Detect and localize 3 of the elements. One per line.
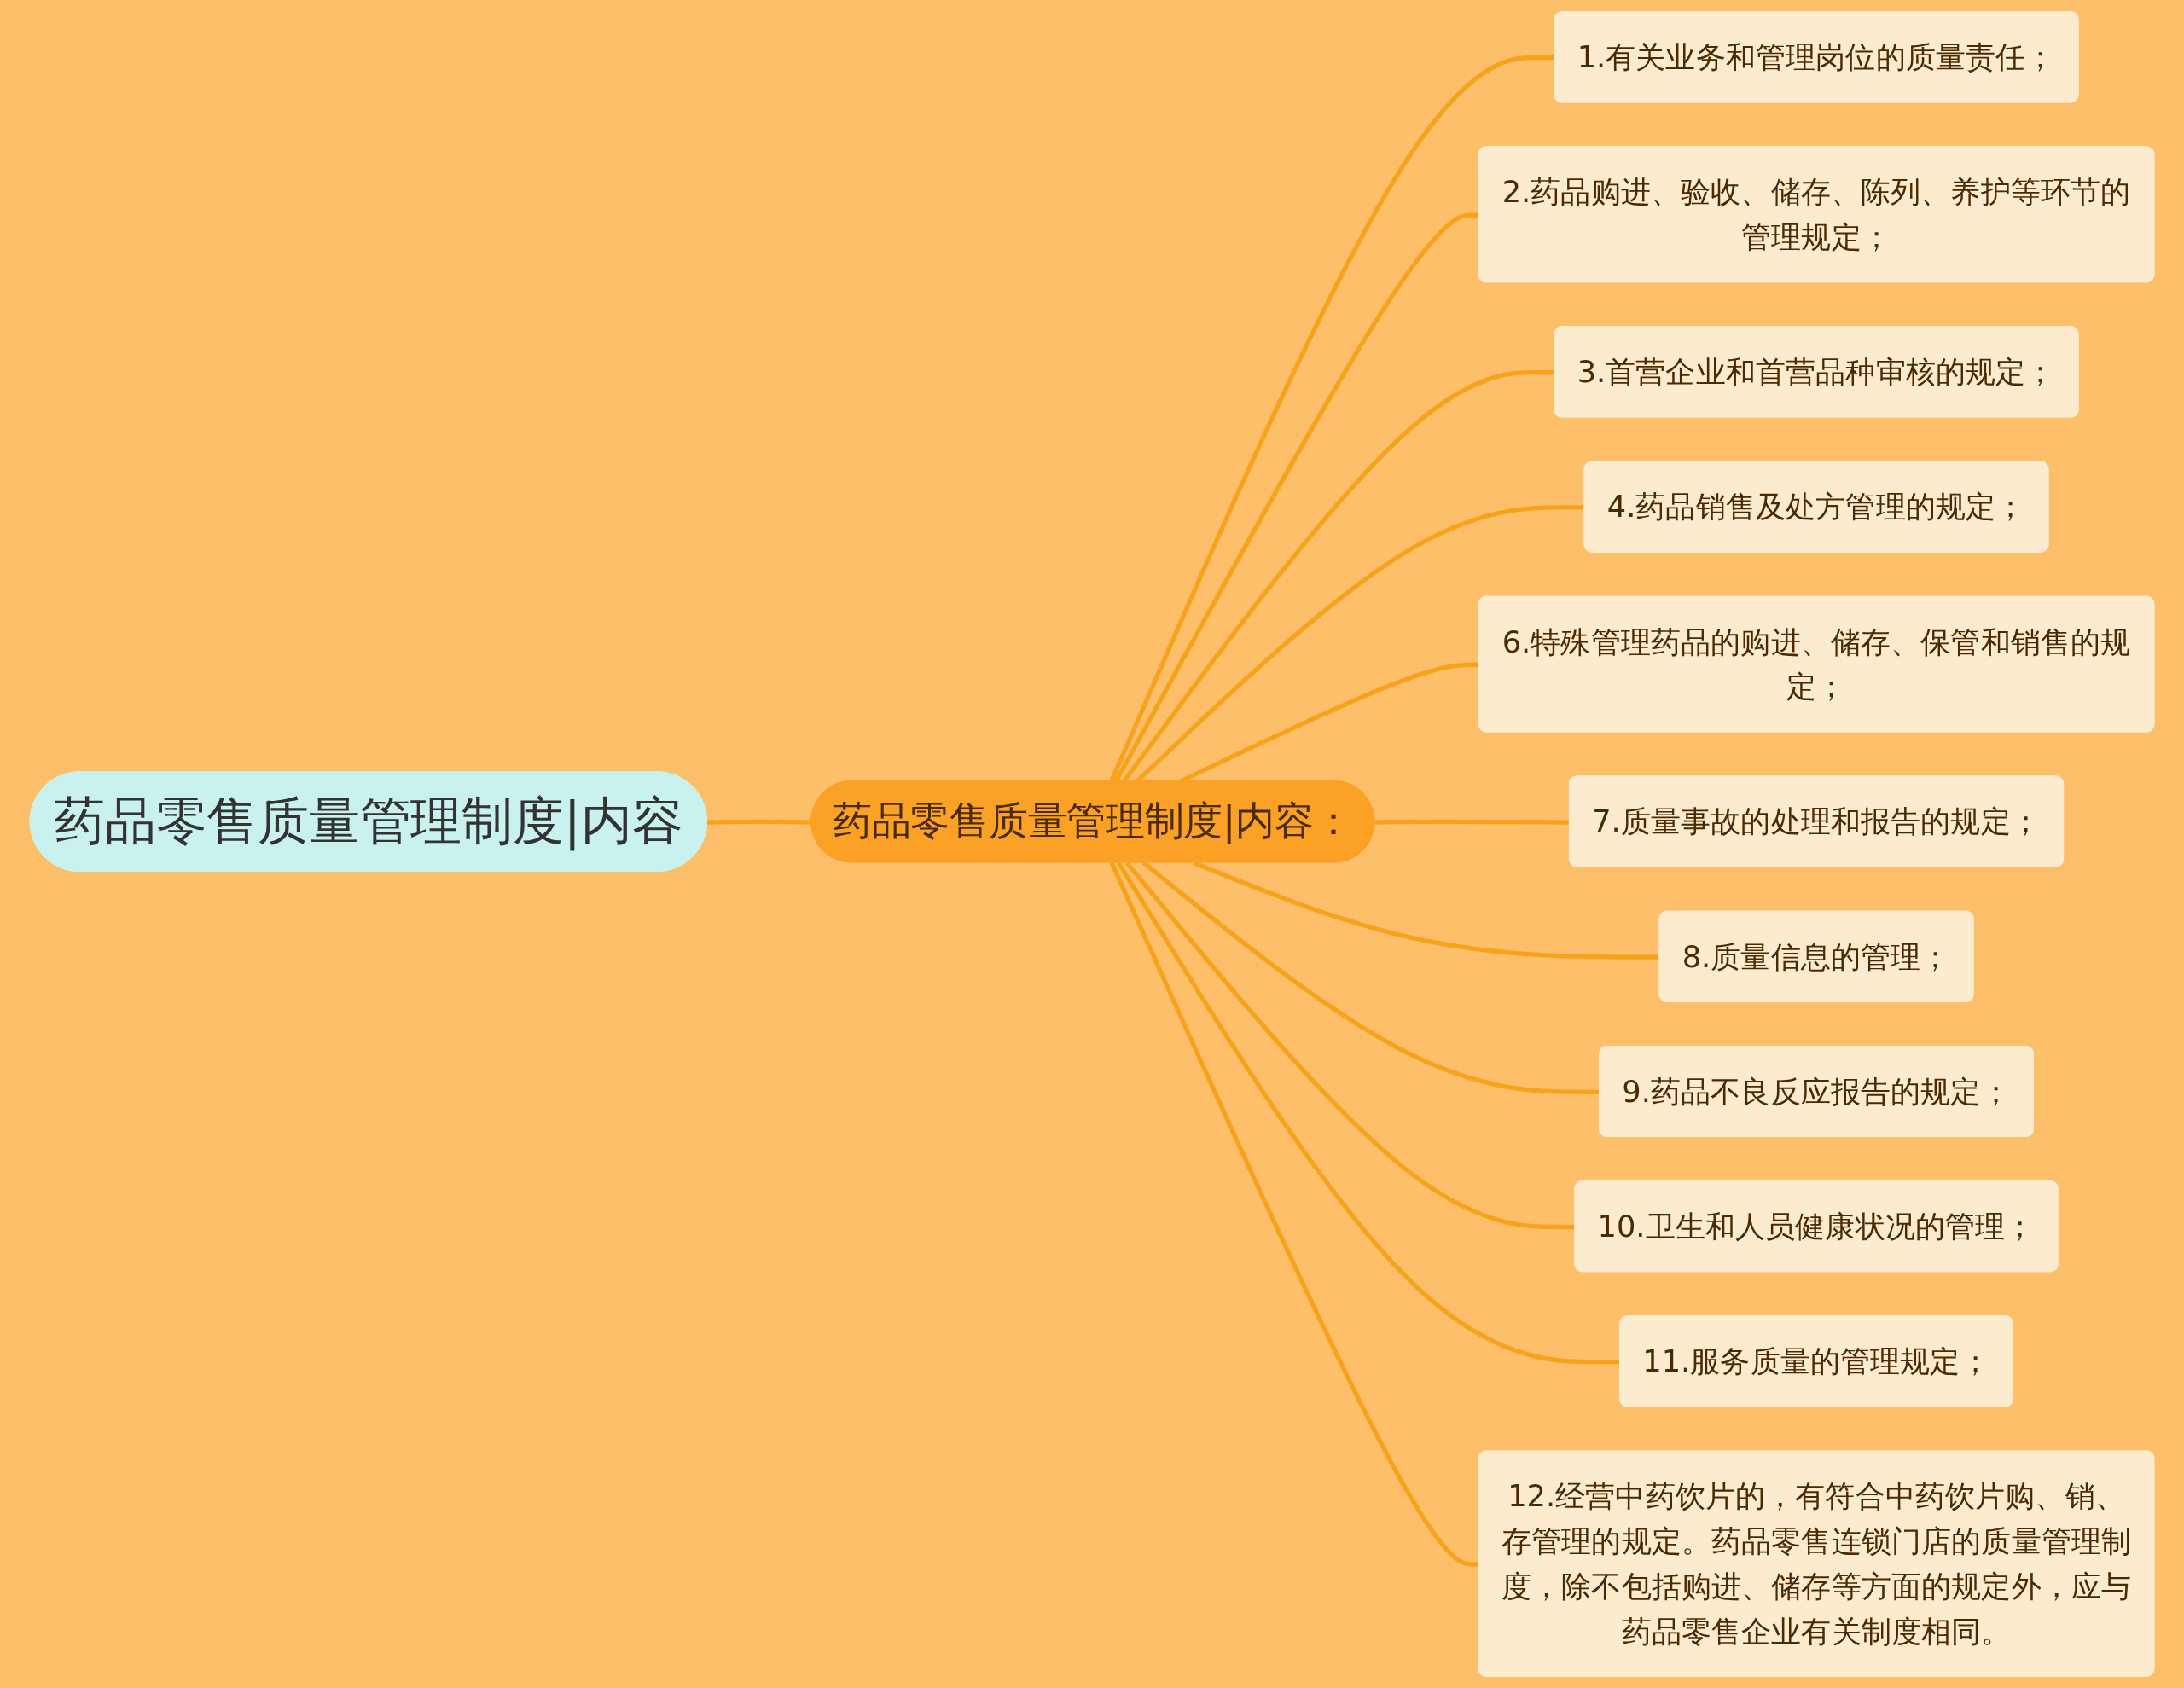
connector <box>706 819 812 825</box>
connector <box>1374 819 1571 825</box>
connector <box>1141 861 1600 1094</box>
